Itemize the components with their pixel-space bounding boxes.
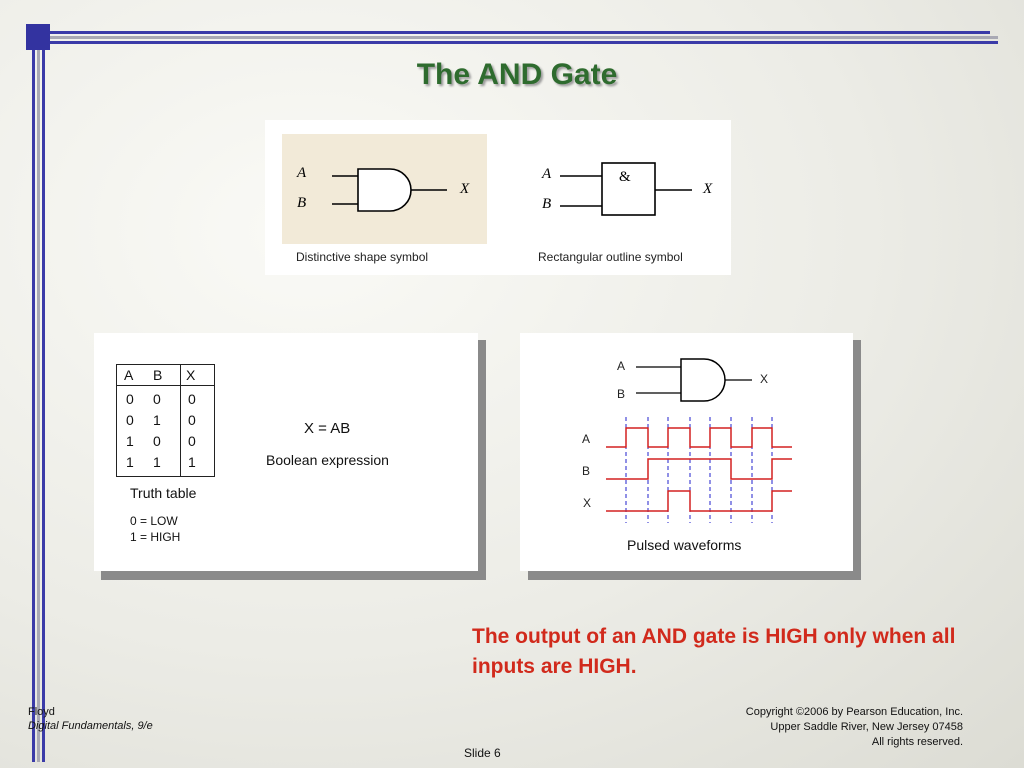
footer-copyright: Copyright ©2006 by Pearson Education, In…	[745, 706, 963, 718]
rectangular-input-b-label: B	[542, 196, 552, 212]
truth-table-header-rule	[117, 385, 214, 386]
footer-address: Upper Saddle River, New Jersey 07458	[770, 721, 963, 733]
truth-table-header-b: B	[153, 367, 163, 383]
truth-table-column-rule	[180, 365, 181, 476]
distinctive-output-label: X	[460, 181, 470, 197]
footer-rights: All rights reserved.	[871, 736, 963, 748]
and-gate-statement: The output of an AND gate is HIGH only w…	[472, 625, 956, 678]
waveform-panel: A B X A B X Pulsed waveforms	[520, 333, 853, 571]
distinctive-shape-symbol	[332, 168, 447, 212]
frame-horizontal-line-shadow	[50, 36, 998, 39]
truth-table-cell: 1	[153, 454, 161, 470]
distinctive-symbol-caption: Distinctive shape symbol	[296, 250, 429, 264]
truth-table-cell: 1	[126, 433, 134, 449]
truth-table-cell: 1	[188, 454, 196, 470]
waveform-gate-input-a-label: A	[617, 359, 626, 373]
truth-table-cell: 0	[126, 391, 134, 407]
truth-table-panel: A B X 0 0 0 0 1 0 1 0 0 1 1 1 Truth tabl…	[94, 333, 478, 571]
waveform-x-label: X	[583, 496, 592, 510]
truth-table-cell: 0	[153, 391, 161, 407]
rectangular-output-label: X	[703, 181, 713, 197]
legend-high: 1 = HIGH	[130, 530, 181, 544]
waveform-caption: Pulsed waveforms	[627, 537, 742, 553]
boolean-expression: X = AB	[304, 420, 351, 437]
footer-book: Digital Fundamentals, 9/e	[28, 720, 153, 732]
gate-symbols-panel: A B X Distinctive shape symbol A B & X R…	[265, 120, 731, 275]
frame-horizontal-line-inner	[50, 41, 998, 44]
frame-vertical-line-shadow	[37, 50, 40, 762]
truth-table-header-x: X	[186, 367, 196, 383]
slide-number: Slide 6	[464, 746, 501, 760]
rectangular-symbol-caption: Rectangular outline symbol	[538, 250, 683, 264]
footer-left: Floyd Digital Fundamentals, 9/e	[28, 705, 153, 733]
waveform-b-label: B	[582, 464, 591, 478]
rectangular-ampersand-label: &	[619, 169, 631, 185]
distinctive-input-b-label: B	[297, 195, 307, 211]
boolean-expression-caption: Boolean expression	[266, 452, 389, 468]
corner-square-decoration	[26, 24, 50, 50]
truth-table: A B X 0 0 0 0 1 0 1 0 0 1 1 1	[116, 364, 215, 477]
truth-table-cell: 1	[153, 412, 161, 428]
waveform-diagram	[606, 358, 792, 523]
truth-table-cell: 0	[188, 433, 196, 449]
legend-low: 0 = LOW	[130, 514, 178, 528]
frame-vertical-line-inner	[42, 50, 45, 762]
distinctive-input-a-label: A	[297, 165, 307, 181]
frame-vertical-line	[32, 50, 35, 762]
truth-table-cell: 0	[188, 391, 196, 407]
footer-right: Copyright ©2006 by Pearson Education, In…	[746, 705, 963, 750]
truth-table-cell: 1	[126, 454, 134, 470]
truth-table-cell: 0	[188, 412, 196, 428]
waveform-gate-output-label: X	[760, 372, 769, 386]
waveform-a-label: A	[582, 432, 591, 446]
rectangular-input-a-label: A	[542, 166, 552, 182]
footer-author: Floyd	[28, 706, 55, 718]
truth-table-caption: Truth table	[130, 485, 197, 501]
waveform-gate-input-b-label: B	[617, 387, 626, 401]
truth-table-header-a: A	[124, 367, 134, 383]
slide-title: The AND Gate	[416, 58, 618, 91]
truth-table-cell: 0	[153, 433, 161, 449]
rectangular-outline-symbol	[560, 162, 692, 216]
truth-table-cell: 0	[126, 412, 134, 428]
frame-horizontal-line	[50, 31, 990, 34]
